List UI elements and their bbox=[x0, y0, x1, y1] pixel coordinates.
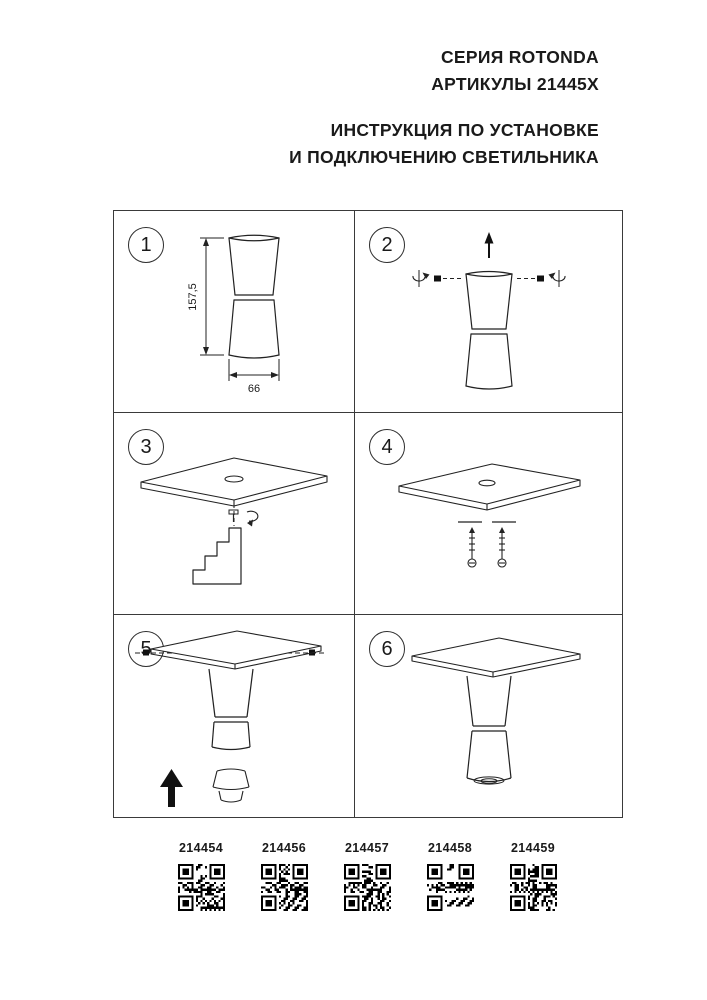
step-1-diagram: 157,5 66 bbox=[187, 234, 280, 395]
step-4-diagram bbox=[397, 462, 581, 568]
fixture-body bbox=[465, 675, 512, 785]
article-item: 214454 bbox=[177, 841, 225, 911]
article-codes-row: 214454 214456 214457 214458 214459 bbox=[113, 841, 621, 911]
instruction-grid: 1 bbox=[113, 210, 623, 818]
lamp-bezel bbox=[212, 767, 250, 803]
right-screw-rotation-icon bbox=[513, 269, 566, 287]
rotation-arrow-icon bbox=[246, 510, 259, 526]
width-dimension-label: 66 bbox=[248, 383, 260, 395]
article-item: 214456 bbox=[260, 841, 308, 911]
step-6-number-badge: 6 bbox=[369, 631, 405, 667]
fixture-upper-body bbox=[208, 668, 254, 750]
qr-code bbox=[426, 864, 474, 911]
left-screw-rotation-icon bbox=[411, 269, 464, 287]
step-5-diagram bbox=[135, 629, 327, 807]
height-dimension: 157,5 bbox=[187, 237, 224, 355]
step-4-number-badge: 4 bbox=[369, 429, 405, 465]
qr-code bbox=[343, 864, 391, 911]
ceiling-plate bbox=[140, 456, 328, 507]
width-dimension: 66 bbox=[228, 358, 280, 395]
step-3-number-badge: 3 bbox=[128, 429, 164, 465]
series-title: СЕРИЯ ROTONDA bbox=[440, 47, 599, 67]
article-item: 214457 bbox=[343, 841, 391, 911]
instruction-title-line1: ИНСТРУКЦИЯ ПО УСТАНОВКЕ bbox=[330, 120, 599, 141]
screws bbox=[466, 526, 507, 568]
article-code: 214459 bbox=[510, 841, 556, 855]
article-item: 214458 bbox=[426, 841, 474, 911]
up-arrow-icon bbox=[160, 768, 183, 807]
instruction-title-line2: И ПОДКЛЮЧЕНИЮ СВЕТИЛЬНИКА bbox=[289, 147, 599, 168]
step-6-diagram bbox=[410, 637, 581, 785]
stair-bracket bbox=[192, 526, 242, 585]
step-4-cell: 4 bbox=[355, 413, 622, 615]
article-code: 214456 bbox=[261, 841, 307, 855]
step-2-cell: 2 bbox=[355, 211, 622, 413]
ceiling-plate bbox=[397, 462, 581, 511]
step-1-cell: 1 bbox=[114, 211, 355, 413]
up-arrow-icon bbox=[484, 231, 493, 258]
step-2-number-badge: 2 bbox=[369, 227, 405, 263]
qr-code bbox=[260, 864, 308, 911]
step-6-cell: 6 bbox=[355, 615, 622, 817]
qr-code bbox=[509, 864, 557, 911]
article-code: 214454 bbox=[178, 841, 224, 855]
ceiling-plate bbox=[150, 629, 322, 670]
articles-title: АРТИКУЛЫ 21445X bbox=[431, 74, 599, 95]
ceiling-plate bbox=[410, 637, 581, 678]
height-dimension-label: 157,5 bbox=[187, 283, 199, 311]
fixture-body bbox=[464, 270, 513, 390]
page-header: СЕРИЯ ROTONDA АРТИКУЛЫ 21445X ИНСТРУКЦИЯ… bbox=[289, 44, 599, 172]
step-5-cell: 5 bbox=[114, 615, 355, 817]
fixture-body bbox=[228, 234, 280, 359]
step-3-diagram bbox=[140, 456, 328, 585]
step-2-diagram bbox=[411, 231, 566, 390]
article-code: 214458 bbox=[427, 841, 473, 855]
step-1-number-badge: 1 bbox=[128, 227, 164, 263]
article-code: 214457 bbox=[344, 841, 390, 855]
article-item: 214459 bbox=[509, 841, 557, 911]
qr-code bbox=[177, 864, 225, 911]
step-3-cell: 3 bbox=[114, 413, 355, 615]
